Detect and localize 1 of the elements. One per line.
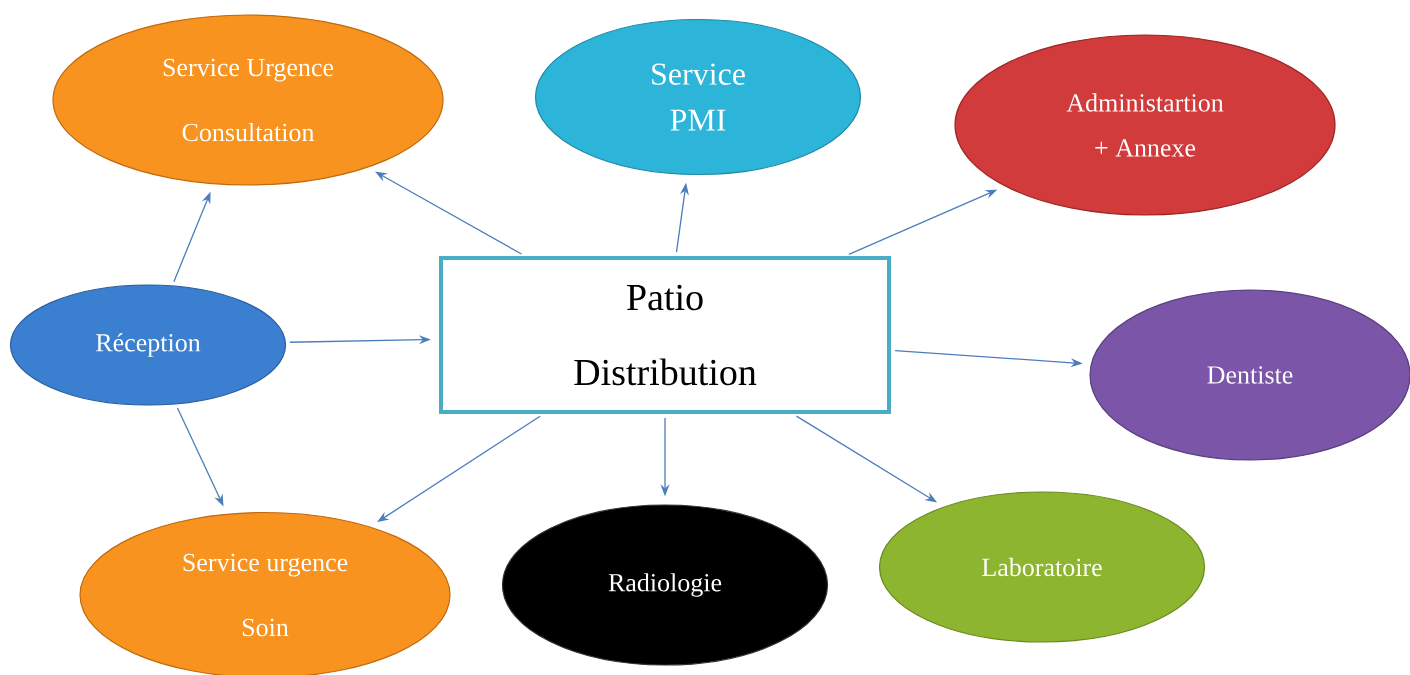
central-box: Patio Distribution [439,256,891,414]
